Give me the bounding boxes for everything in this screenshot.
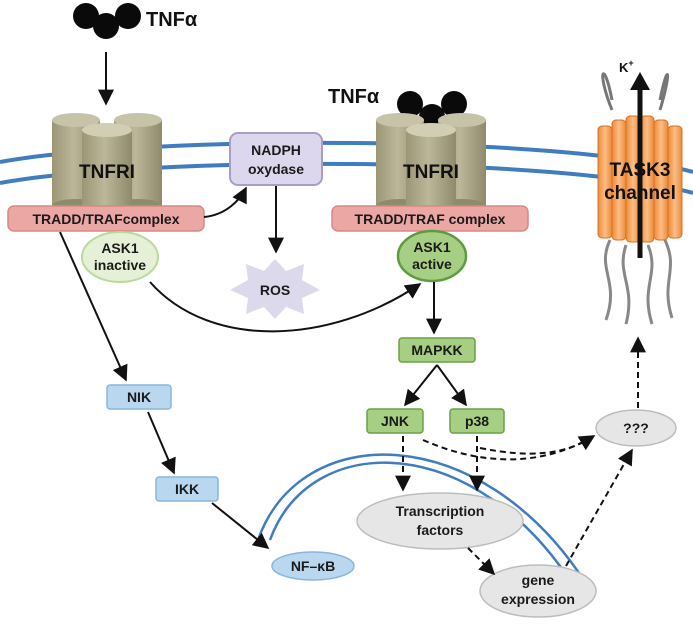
complex-label-left: TRADD/TRAFcomplex (32, 211, 179, 227)
p38-box: p38 (449, 408, 505, 434)
dash-gene-to-unknown (565, 448, 633, 567)
ask1-active-line2: active (412, 256, 452, 272)
nadph-label: NADPH (251, 142, 301, 158)
tnf-alpha-label-right: TNFα (328, 86, 380, 108)
dash-jnk-to-unknown (422, 435, 596, 461)
ikk-box: IKK (155, 476, 219, 502)
tradd-traf-complex-right: TRADD/TRAF complex (331, 205, 529, 232)
ros-label: ROS (260, 282, 290, 298)
transcription-label: Transcription (396, 503, 485, 519)
nik-label: NIK (127, 389, 151, 405)
jnk-label: JNK (381, 413, 409, 429)
arrow-nik-to-ikk (147, 411, 176, 475)
mapkk-box: MAPKK (398, 337, 476, 363)
expression-label: expression (501, 591, 575, 607)
task3-label: TASK3 (610, 160, 671, 181)
tnf-alpha-label-left: TNFα (146, 9, 198, 31)
unknown-label: ??? (623, 420, 649, 436)
dashed-arrows (395, 336, 646, 576)
jnk-box: JNK (366, 408, 424, 434)
ask1-active-node: ASK1 active (396, 229, 468, 283)
gene-expression-node: gene expression (479, 564, 597, 618)
channel-label: channel (604, 183, 676, 204)
oxydase-label: oxydase (248, 161, 304, 177)
arrow-ikk-to-nfkb (211, 502, 270, 550)
task3-channel: TASK3 channel (597, 72, 683, 325)
ask1-active-line1: ASK1 (413, 239, 451, 255)
ikk-label: IKK (175, 481, 199, 497)
solid-arrows (59, 52, 467, 550)
unknown-mediator-node: ??? (595, 409, 677, 447)
nik-box: NIK (106, 384, 172, 410)
p38-label: p38 (465, 413, 489, 429)
arrow-ask1-inactive-to-active (149, 281, 422, 333)
nfkb-label: NF–κB (291, 558, 335, 574)
arrow-complex-to-nik (59, 231, 128, 382)
tnfri-receptor-left: TNFRI (52, 113, 162, 221)
transcription-factors-node: Transcription factors (356, 492, 524, 550)
ros-burst: ROS (230, 259, 320, 319)
complex-label-right: TRADD/TRAF complex (355, 211, 506, 227)
nfkb-node: NF–κB (271, 551, 355, 581)
tradd-traf-complex-left: TRADD/TRAFcomplex (7, 205, 205, 232)
potassium-ion-label: K+ (619, 58, 634, 75)
tnf-alpha-ligand-left (73, 3, 141, 39)
arrow-mapkk-to-p38 (436, 364, 467, 407)
arrow-complex-to-nadph (203, 186, 247, 218)
mapkk-label: MAPKK (411, 342, 462, 358)
gene-label: gene (522, 572, 555, 588)
ask1-inactive-line2: inactive (94, 257, 146, 273)
dash-tf-to-gene (467, 547, 496, 576)
ask1-inactive-node: ASK1 inactive (81, 231, 159, 283)
tnfri-receptor-right: TNFRI (376, 113, 486, 221)
nadph-oxydase-box: NADPH oxydase (229, 132, 323, 186)
factors-label: factors (417, 522, 464, 538)
arrow-mapkk-to-jnk (404, 364, 438, 407)
nucleus-envelope (256, 453, 587, 589)
tnfri-label-right: TNFRI (403, 162, 459, 183)
ask1-inactive-line1: ASK1 (101, 240, 139, 256)
dash-p38-to-unknown (479, 435, 595, 455)
tnfri-label-left: TNFRI (79, 162, 135, 183)
